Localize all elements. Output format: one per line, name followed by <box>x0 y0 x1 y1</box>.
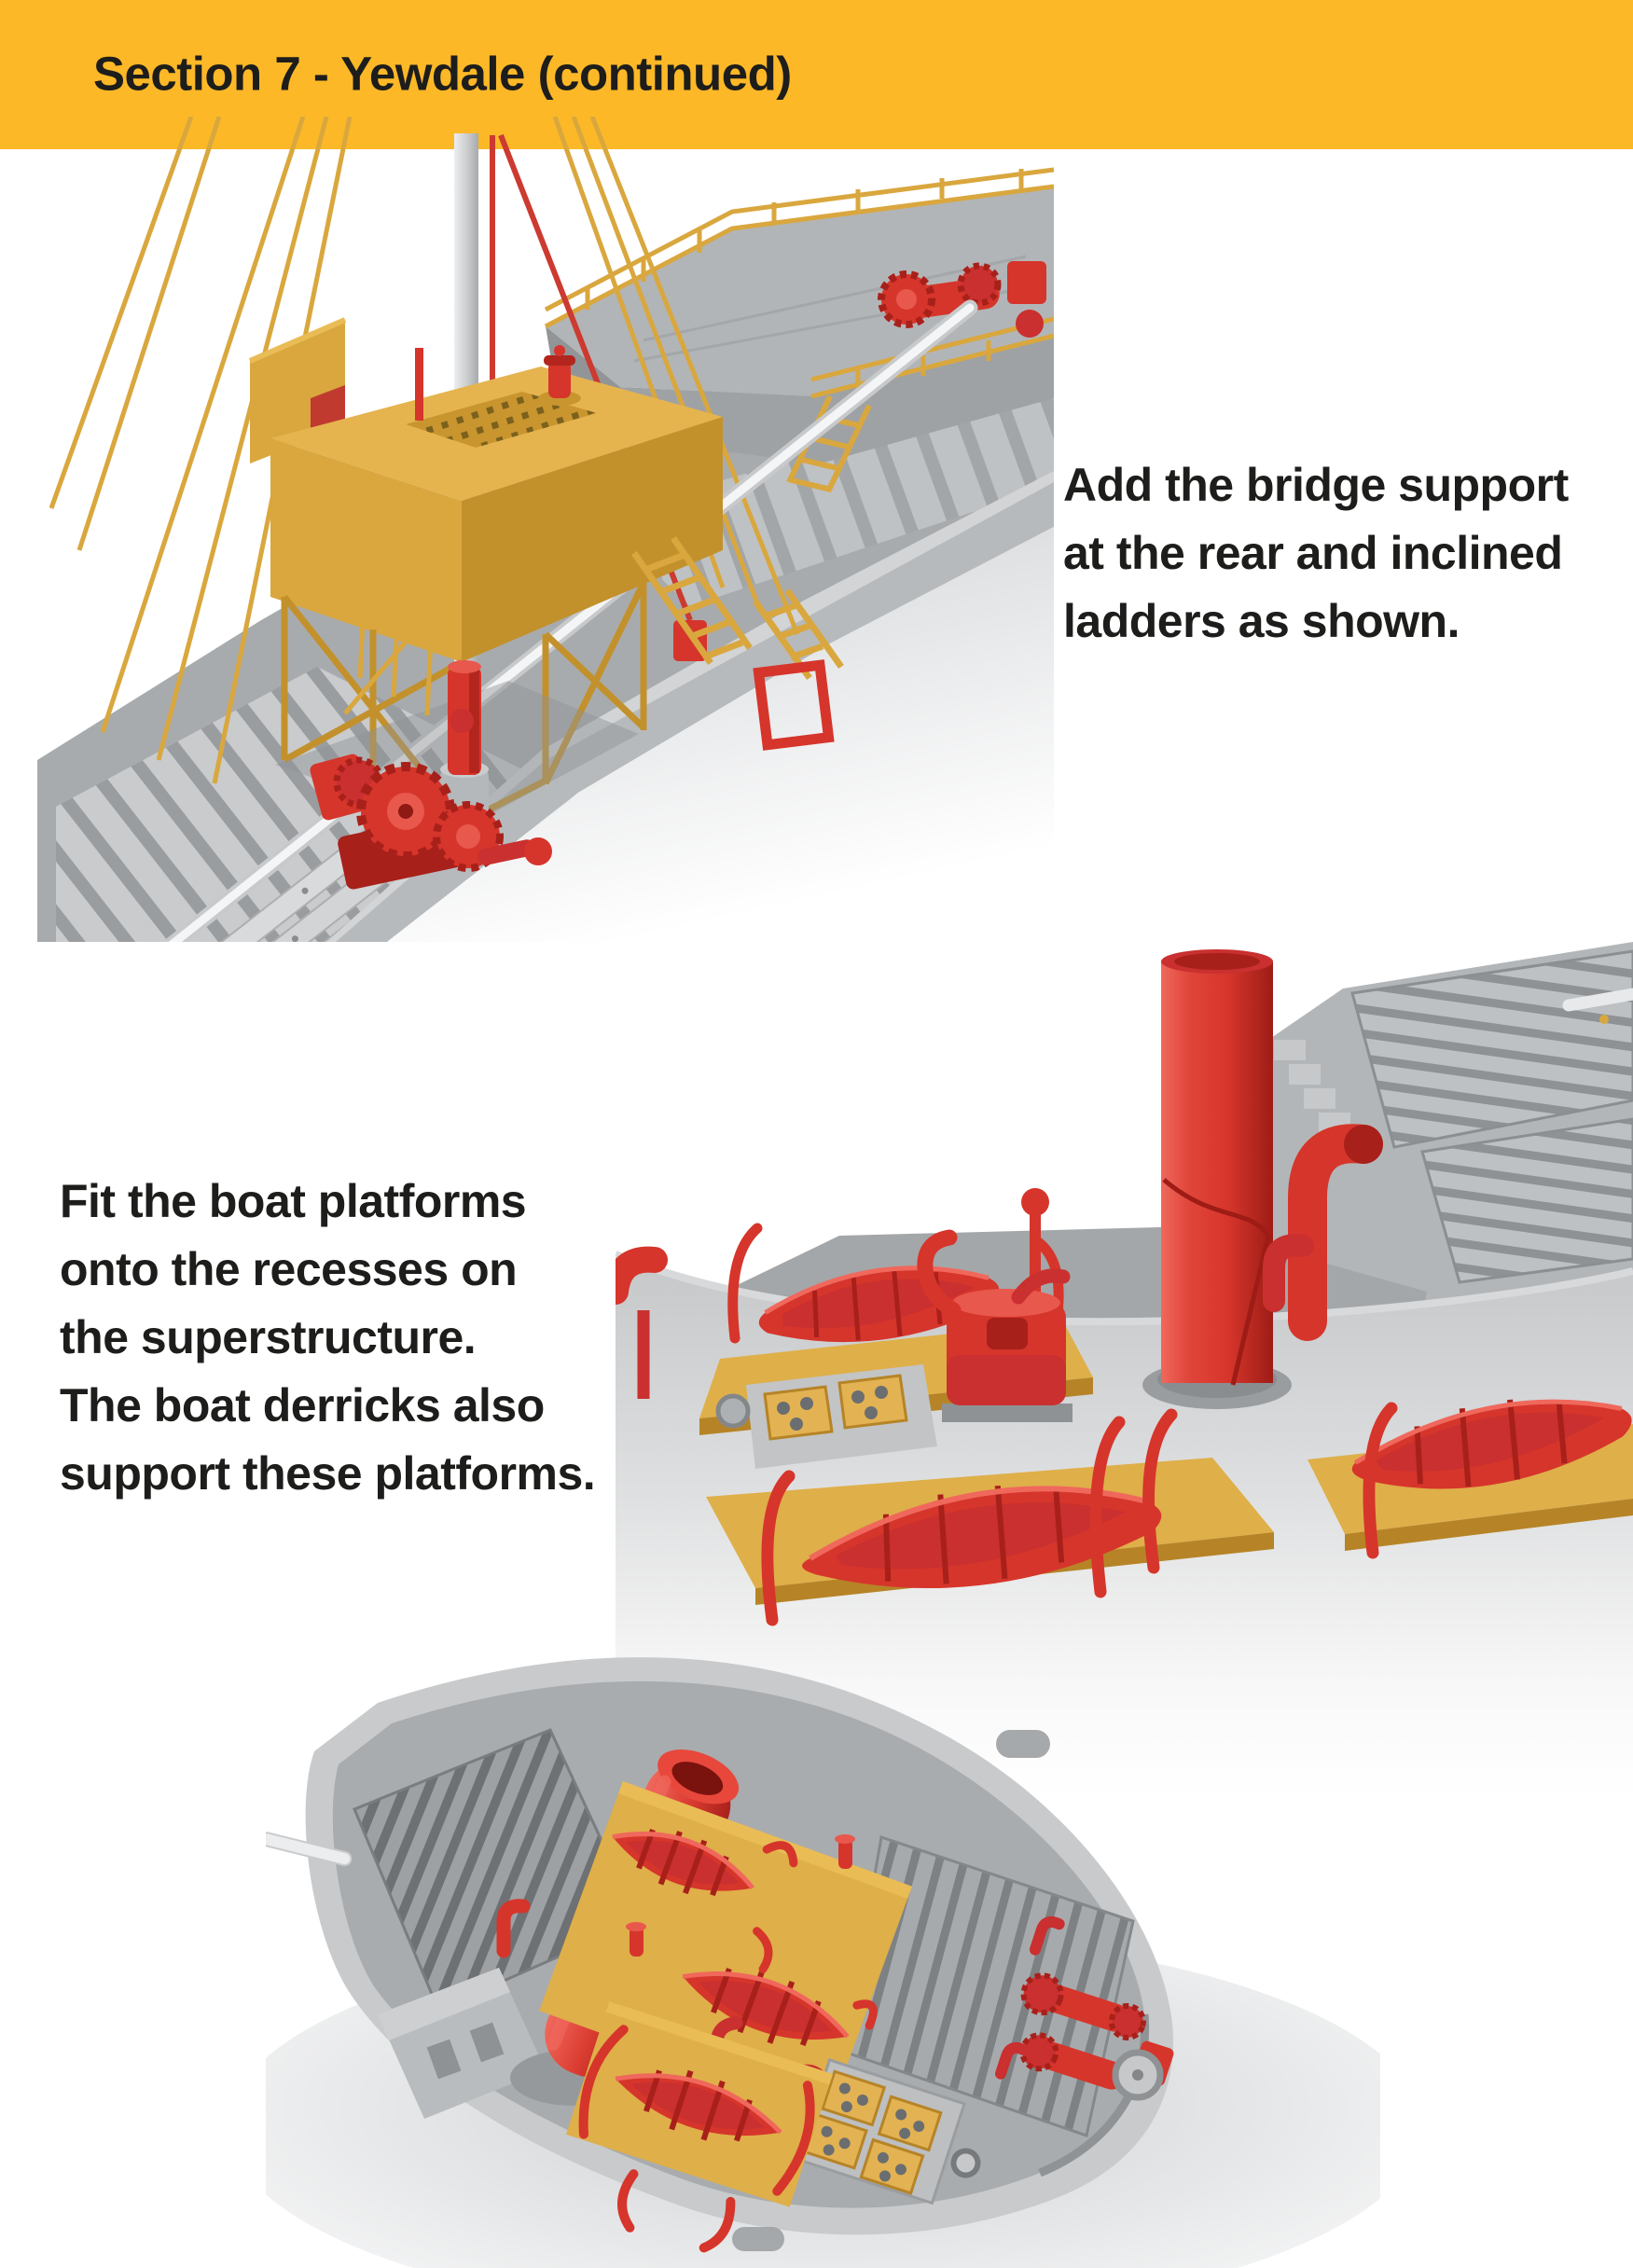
render-bridge-support-step <box>37 117 1054 942</box>
bollards <box>496 1834 855 1958</box>
figure-bow-deck <box>266 1641 1380 2268</box>
boom-tip <box>1562 988 1633 1024</box>
figure-boat-platforms <box>616 900 1633 1828</box>
davits-b <box>578 2025 815 2253</box>
figure-bridge-support <box>37 117 1054 942</box>
red-gantry-frame <box>753 659 835 751</box>
hull-slot <box>732 2227 784 2251</box>
boom-tip-left <box>266 1832 353 1867</box>
lifeboat-right <box>1351 1399 1632 1489</box>
bollard <box>715 1393 751 1429</box>
lifeboat-b <box>615 2069 782 2142</box>
derrick-boom <box>162 299 978 942</box>
cargo-deck <box>1212 942 1633 1329</box>
instruction-boat-platforms: Fit the boat platforms onto the recesses… <box>60 1175 596 1500</box>
inclined-ladders <box>631 536 844 751</box>
funnel <box>1142 949 1292 1409</box>
bulwark <box>326 471 1054 942</box>
bulwark-shadow <box>1038 2013 1150 2178</box>
section-header-bar: Section 7 - Yewdale (continued) <box>0 0 1633 149</box>
capstan-hub <box>1132 2069 1143 2081</box>
lifeboat-centre <box>802 1485 1162 1588</box>
page-title: Section 7 - Yewdale (continued) <box>93 47 792 101</box>
winch-gears <box>310 754 552 890</box>
render-bow-deck-step <box>266 1657 1380 2268</box>
instruction-bridge-support: Add the bridge support at the rear and i… <box>1063 459 1569 647</box>
cowl-vents <box>616 1124 1383 1399</box>
deckhouse <box>378 1968 546 2119</box>
boat-platform-b <box>566 2001 834 2253</box>
forecastle-railing <box>544 167 1054 399</box>
windlass <box>878 261 1046 338</box>
render-boat-platforms-step <box>616 942 1633 1795</box>
lifeboat-a1 <box>612 1829 755 1897</box>
hull-recess <box>996 1730 1050 1758</box>
boiler-tank <box>917 1229 1073 1422</box>
boat-derricks <box>761 1402 1398 1626</box>
skylight-set <box>795 2058 981 2206</box>
lifeboat-a2 <box>682 1968 850 2047</box>
deck-rail-posts <box>343 561 440 716</box>
skylights <box>715 1364 937 1469</box>
